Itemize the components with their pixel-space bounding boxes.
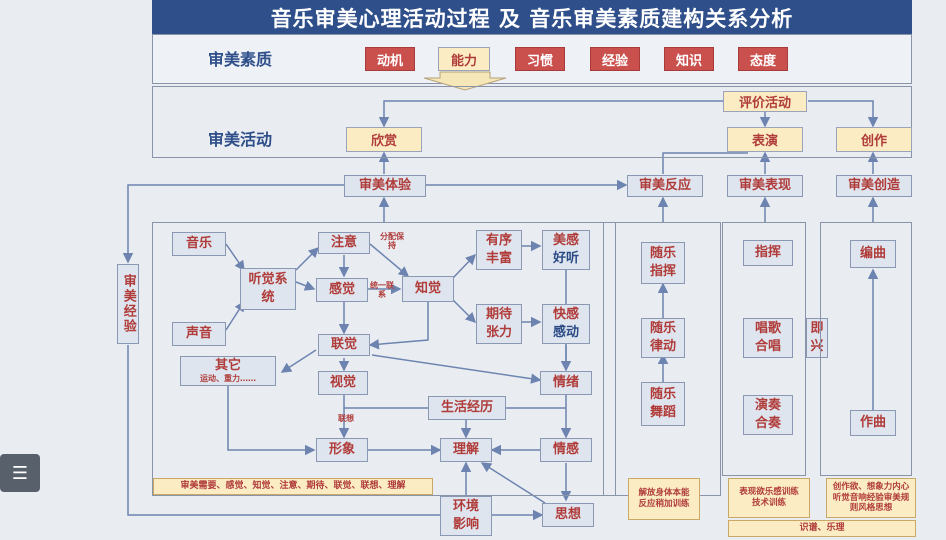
tiyan-box: 审美体验 bbox=[344, 175, 426, 197]
node-qita: 其它 运动、重力…… bbox=[180, 356, 276, 386]
node-shijue: 视觉 bbox=[318, 371, 368, 395]
node-tingjue: 听觉系统 bbox=[240, 268, 296, 310]
fanying-item-wudao: 随乐舞蹈 bbox=[641, 382, 685, 426]
node-zhuyi: 注意 bbox=[318, 232, 370, 254]
node-shenghuo: 生活经历 bbox=[428, 396, 506, 420]
node-yinyue: 音乐 bbox=[172, 232, 226, 256]
note-bottom: 识谱、乐理 bbox=[728, 520, 916, 537]
node-lianjue: 联觉 bbox=[318, 334, 370, 356]
huodong-panel bbox=[152, 86, 912, 158]
meigan-label: 美感 bbox=[552, 233, 579, 249]
node-qingxu: 情绪 bbox=[540, 371, 592, 395]
node-youxu: 有序丰富 bbox=[476, 230, 522, 270]
chuangzao-box: 审美创造 bbox=[836, 175, 912, 197]
biaoxian-panel bbox=[722, 222, 806, 476]
pingjia-box: 评价活动 bbox=[723, 91, 807, 112]
node-ganjue: 感觉 bbox=[316, 278, 368, 302]
label-tongyi: 统一联系 bbox=[370, 281, 394, 300]
suzhi-item-jingyan: 经验 bbox=[590, 47, 640, 71]
node-kuaigan: 快感 感动 bbox=[542, 304, 590, 344]
suzhi-item-dongji: 动机 bbox=[365, 47, 415, 71]
suzhi-item-taidu: 态度 bbox=[738, 47, 788, 71]
process-panel bbox=[152, 222, 616, 496]
note-left: 审美需要、感觉、知觉、注意、期待、联觉、联想、理解 bbox=[153, 478, 433, 495]
huodong-label: 审美活动 bbox=[208, 130, 273, 149]
suzhi-item-xiguan: 习惯 bbox=[515, 47, 565, 71]
node-sixiang: 思想 bbox=[542, 503, 594, 527]
biaoxian-item-yanzou: 演奏合奏 bbox=[743, 395, 793, 435]
note-fanying: 解放身体本能反应稍加训练 bbox=[628, 478, 700, 520]
node-xingxiang: 形象 bbox=[316, 438, 368, 462]
chuangzao-panel bbox=[820, 222, 912, 476]
suzhi-item-nengli: 能力 bbox=[438, 47, 490, 71]
node-qidai: 期待张力 bbox=[476, 304, 522, 344]
chuangzao-item-bianqu: 编曲 bbox=[850, 240, 896, 268]
menu-list-icon[interactable]: ☰ bbox=[0, 454, 40, 492]
page-title: 音乐审美心理活动过程 及 音乐审美素质建构关系分析 bbox=[152, 0, 912, 36]
fanying-box: 审美反应 bbox=[627, 175, 703, 197]
biaoxian-item-changge: 唱歌合唱 bbox=[743, 318, 793, 358]
label-fenpei: 分配保持 bbox=[380, 232, 404, 251]
node-shengyin: 声音 bbox=[172, 322, 226, 346]
note-chuangzao: 创作欲、想象力内心听觉音响经验审美规则风格思想 bbox=[826, 478, 916, 518]
xinshang-box: 欣赏 bbox=[346, 127, 422, 152]
suzhi-label: 审美素质 bbox=[208, 50, 273, 69]
biaoxian-box: 审美表现 bbox=[727, 175, 803, 197]
node-zhijue: 知觉 bbox=[402, 276, 454, 302]
node-qinggan: 情感 bbox=[540, 438, 592, 462]
qita-sub: 运动、重力…… bbox=[200, 374, 256, 384]
chuangzuo-box: 创作 bbox=[836, 127, 912, 152]
suzhi-item-zhishi: 知识 bbox=[664, 47, 714, 71]
jingyan-side-label: 审美经验 bbox=[117, 264, 139, 344]
meigan-sub: 好听 bbox=[552, 251, 579, 266]
kuaigan-label: 快感 bbox=[552, 307, 579, 323]
node-lijie: 理解 bbox=[440, 438, 492, 462]
fanying-item-lvdong: 随乐律动 bbox=[641, 318, 685, 358]
label-lianxiang: 联想 bbox=[338, 414, 354, 423]
node-huanjing: 环境影响 bbox=[440, 496, 492, 536]
biaoyan-box: 表演 bbox=[727, 127, 803, 152]
biaoxian-item-zhihui: 指挥 bbox=[743, 240, 793, 266]
chuangzao-item-zuoqu: 作曲 bbox=[850, 410, 896, 436]
kuaigan-sub: 感动 bbox=[552, 325, 579, 340]
note-biaoxian: 表现欲乐感训练技术训练 bbox=[728, 478, 810, 518]
fanying-item-zhihui: 随乐指挥 bbox=[641, 242, 685, 284]
node-meigan: 美感 好听 bbox=[542, 230, 590, 270]
qita-label: 其它 bbox=[214, 357, 241, 373]
